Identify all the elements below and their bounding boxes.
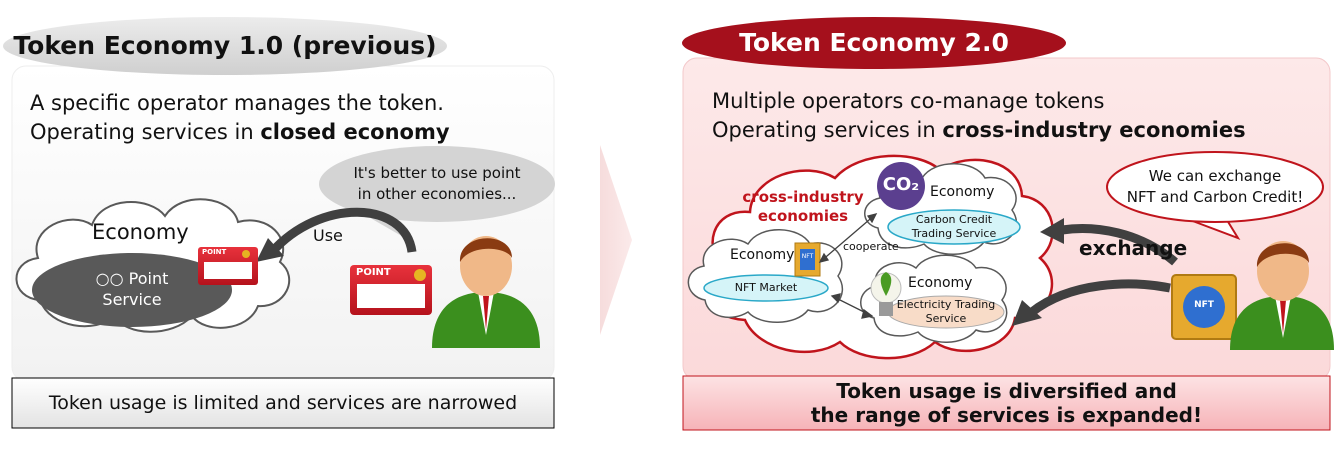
right-speech-bubble-icon (1106, 151, 1324, 240)
carbon-credit-line2: Trading Service (911, 227, 997, 240)
point-card-icon-small (198, 247, 258, 285)
point-card-icon-large (350, 265, 432, 315)
nft-frame-icon-large (1171, 274, 1237, 340)
right-title-ellipse (682, 17, 1066, 69)
right-desc-line2: Operating services in cross-industry eco… (712, 115, 1246, 145)
cross-industry-line1: cross-industry (742, 188, 864, 206)
cooperate-arrow-icon (818, 213, 878, 319)
point-card-large-label: POINT (356, 267, 391, 278)
carbon-economy-label: Economy (930, 184, 995, 200)
left-desc-bold: closed economy (260, 120, 450, 144)
left-economy-label: Economy (92, 220, 189, 244)
nft-economy-label: Economy (730, 247, 795, 263)
nft-frame-icon-small (794, 242, 821, 277)
left-bubble-text: It's better to use point in other econom… (322, 163, 552, 205)
right-person-icon (1230, 241, 1334, 350)
right-desc-line1: Multiple operators co-manage tokens (712, 89, 1105, 113)
left-footer-box (11, 377, 555, 429)
right-bubble-text: We can exchange NFT and Carbon Credit! (1110, 166, 1320, 208)
left-title: Token Economy 1.0 (previous) (13, 31, 437, 60)
exchange-label: exchange (1079, 236, 1188, 260)
electricity-line1: Electricity Trading (896, 298, 996, 311)
left-desc-line2: Operating services in closed economy (30, 117, 450, 147)
co2-label: CO₂ (882, 174, 920, 195)
right-title: Token Economy 2.0 (739, 28, 1009, 57)
cooperate-label: cooperate (843, 240, 899, 253)
nft-badge-large-label: NFT (1194, 300, 1214, 310)
transition-arrow-icon (600, 145, 632, 335)
carbon-credit-service: Carbon Credit Trading Service (894, 213, 1014, 241)
lightbulb-icon (870, 272, 902, 316)
right-bubble-line2: NFT and Carbon Credit! (1126, 188, 1304, 206)
left-desc-prefix: Operating services in (30, 120, 261, 144)
right-desc-bold: cross-industry economies (942, 118, 1246, 142)
left-person-icon (432, 236, 540, 348)
nft-market-label: NFT Market (734, 281, 798, 294)
left-bubble-line1: It's better to use point (353, 164, 521, 182)
left-bubble-line2: in other economies... (357, 185, 517, 203)
point-service-label: ○○ Point Service (52, 268, 212, 310)
left-footer-text: Token usage is limited and services are … (48, 392, 518, 414)
carbon-credit-line1: Carbon Credit (915, 213, 993, 226)
cross-industry-line2: economies (757, 207, 849, 225)
right-bubble-line1: We can exchange (1148, 167, 1282, 185)
use-arrow-icon (256, 207, 417, 262)
electricity-economy-label: Economy (908, 275, 973, 291)
exchange-arrow-icon (1012, 218, 1178, 326)
cross-industry-label: cross-industry economies (738, 188, 868, 226)
electricity-line2: Service (925, 312, 967, 325)
right-desc-prefix: Operating services in (712, 118, 943, 142)
use-label: Use (313, 226, 343, 245)
carbon-credit-pill (887, 209, 1021, 245)
electricity-service: Electricity Trading Service (890, 298, 1002, 326)
point-service-ellipse (32, 253, 232, 327)
point-service-line2: Service (102, 290, 162, 309)
right-footer-line2: the range of services is expanded! (810, 403, 1203, 427)
nft-market-pill (703, 274, 829, 302)
point-service-line1: ○○ Point (95, 269, 169, 288)
point-card-small-label: POINT (202, 248, 227, 256)
right-footer-line1: Token usage is diversified and (836, 379, 1177, 403)
right-footer-box (682, 375, 1331, 431)
right-footer-text: Token usage is diversified and the range… (683, 376, 1330, 427)
left-desc-line1: A specific operator manages the token. (30, 91, 444, 115)
left-title-ellipse (3, 17, 447, 75)
co2-icon (877, 162, 925, 210)
nft-badge-small-label: NFT (801, 253, 814, 260)
